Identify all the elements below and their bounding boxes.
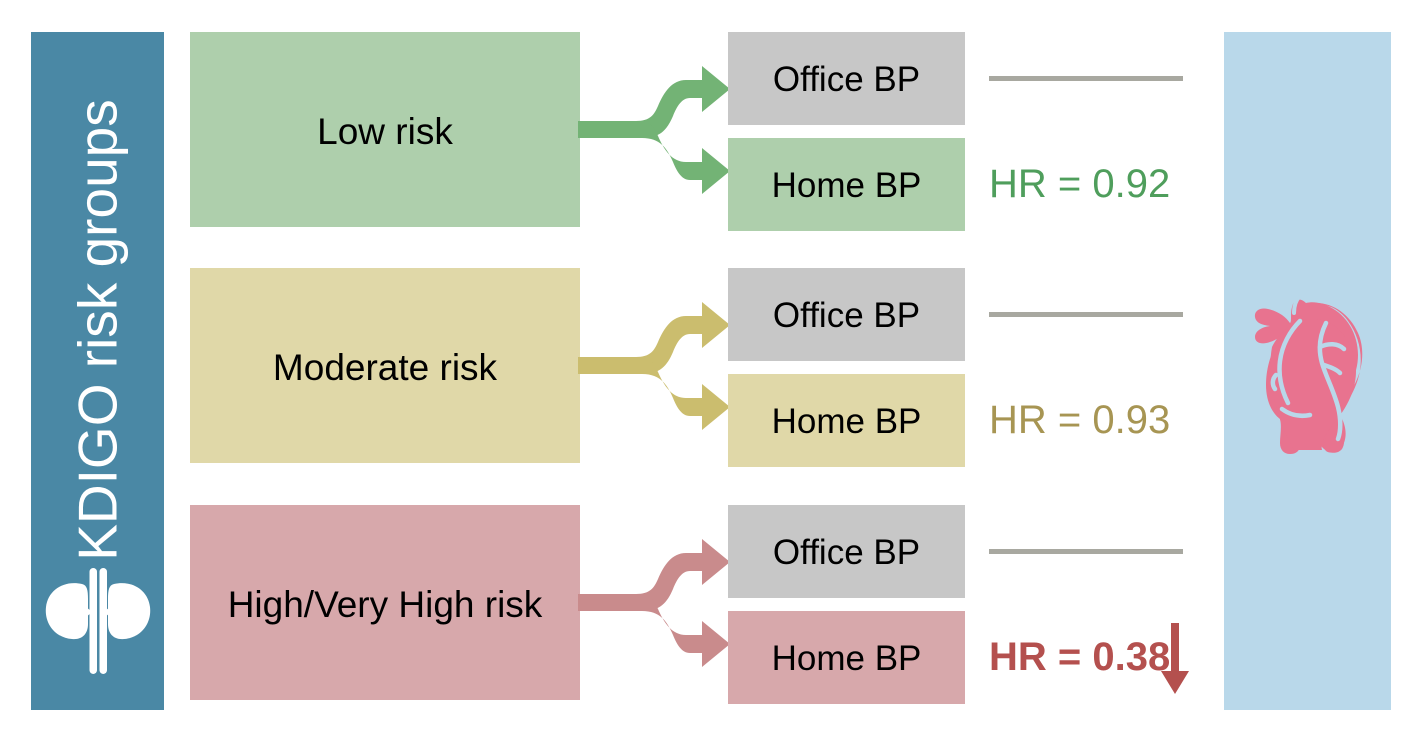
home-bp-box[interactable]: Home BP xyxy=(728,138,965,231)
office-bp-box[interactable]: Office BP xyxy=(728,32,965,125)
risk-box-low[interactable]: Low risk xyxy=(190,32,580,227)
risk-row: High/Very High risk Office BP Home BP HR… xyxy=(0,505,1418,704)
reference-line xyxy=(989,76,1183,81)
risk-label: Low risk xyxy=(317,111,453,153)
home-bp-label: Home BP xyxy=(771,402,922,441)
home-bp-box[interactable]: Home BP xyxy=(728,611,965,704)
down-arrow-icon xyxy=(1161,623,1189,694)
kidney-icon xyxy=(45,568,150,674)
fork-arrow-connector xyxy=(578,302,730,430)
risk-label: Moderate risk xyxy=(272,347,498,389)
risk-label: High/Very High risk xyxy=(227,584,543,626)
hazard-ratio-value: HR = 0.93 xyxy=(989,398,1171,442)
reference-line xyxy=(989,312,1183,317)
risk-box-high[interactable]: High/Very High risk xyxy=(190,505,580,700)
office-bp-label: Office BP xyxy=(772,533,921,572)
reference-line xyxy=(989,549,1183,554)
cardiovascular-outcome-panel xyxy=(1224,32,1391,710)
kdigo-risk-groups-sidebar: KDIGO risk groups xyxy=(31,32,164,710)
hazard-ratio-value: HR = 0.38 xyxy=(989,635,1171,679)
fork-arrow-connector xyxy=(578,539,730,667)
office-bp-box[interactable]: Office BP xyxy=(728,505,965,598)
office-bp-label: Office BP xyxy=(772,60,921,99)
risk-row: Moderate risk Office BP Home BP HR = 0.9… xyxy=(0,268,1418,467)
risk-row: Low risk Office BP Home BP HR = 0.92 xyxy=(0,32,1418,231)
home-bp-box[interactable]: Home BP xyxy=(728,374,965,467)
heart-icon xyxy=(1254,294,1362,454)
office-bp-label: Office BP xyxy=(772,296,921,335)
office-bp-box[interactable]: Office BP xyxy=(728,268,965,361)
home-bp-label: Home BP xyxy=(771,166,922,205)
home-bp-label: Home BP xyxy=(771,639,922,678)
fork-arrow-connector xyxy=(578,66,730,194)
risk-box-moderate[interactable]: Moderate risk xyxy=(190,268,580,463)
hazard-ratio-value: HR = 0.92 xyxy=(989,162,1171,206)
